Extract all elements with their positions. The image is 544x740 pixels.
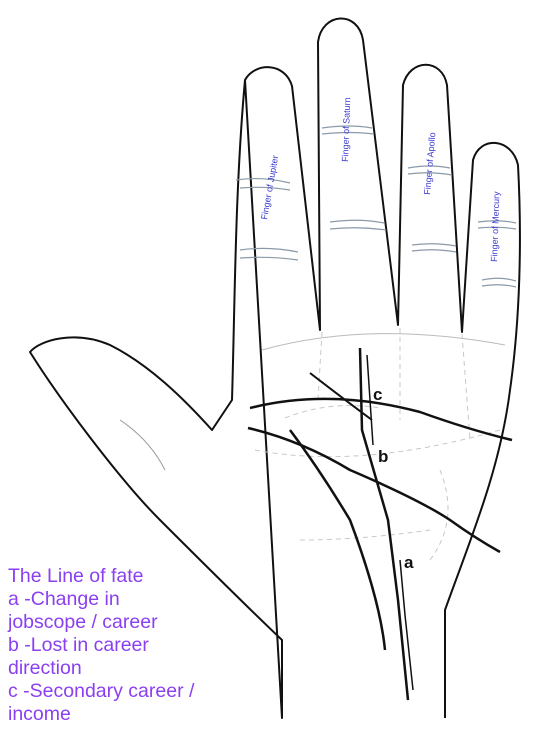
legend-line: a -Change in xyxy=(8,588,288,611)
finger-label-mercury: Finger of Mercury xyxy=(489,191,501,262)
finger-label-apollo: Finger of Apollo xyxy=(422,132,437,195)
palm-guides xyxy=(255,328,500,560)
head-line xyxy=(248,428,500,552)
legend-title: The Line of fate xyxy=(8,565,288,588)
legend-line: income xyxy=(8,703,288,726)
heart-line xyxy=(250,399,512,440)
fate-line-break xyxy=(400,560,413,690)
legend-line: b -Lost in career xyxy=(8,634,288,657)
marker-b: b xyxy=(378,447,388,466)
legend: The Line of fate a -Change in jobscope /… xyxy=(8,565,288,726)
legend-line: direction xyxy=(8,657,288,680)
finger-root-line xyxy=(262,334,505,350)
marker-a: a xyxy=(404,553,414,572)
legend-line: jobscope / career xyxy=(8,611,288,634)
marker-c: c xyxy=(373,385,382,404)
legend-line: c -Secondary career / xyxy=(8,680,288,703)
thumb-crease xyxy=(120,420,165,470)
finger-label-saturn: Finger of Saturn xyxy=(340,97,352,162)
